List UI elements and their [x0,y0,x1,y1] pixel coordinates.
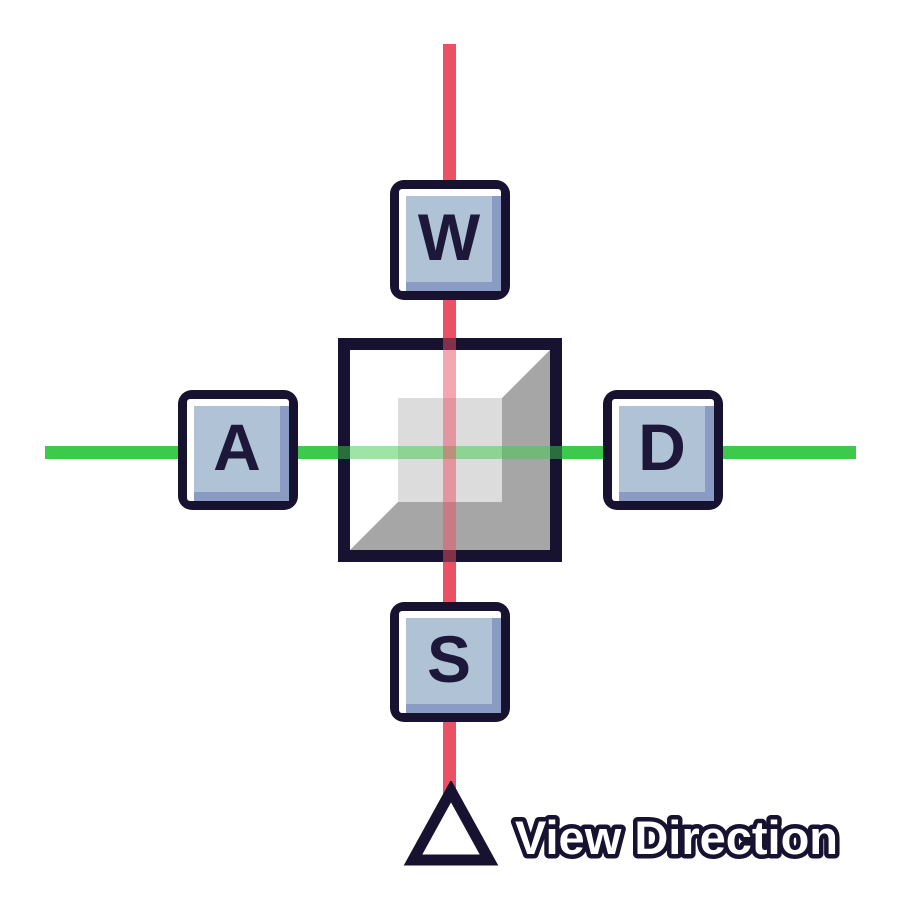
key-w-rim: W [399,189,501,291]
key-s-face: S [406,618,501,713]
key-s-rim: S [399,611,501,713]
view-direction-label-wrap: View Direction [505,796,885,881]
key-w[interactable]: W [390,180,510,300]
key-w-label: W [417,200,481,274]
key-s[interactable]: S [390,602,510,722]
key-a[interactable]: A [178,390,298,510]
vertical-axis-over-cube [443,338,456,562]
key-s-label: S [426,622,472,696]
key-d-face: D [619,406,714,501]
triangle-graphic [403,779,499,866]
view-direction-arrow-icon [403,779,499,876]
key-a-face: A [194,406,289,501]
key-d-label: D [638,410,686,484]
triangle-outline [403,779,499,866]
key-a-label: A [213,410,261,484]
key-d[interactable]: D [603,390,723,510]
key-d-rim: D [612,399,714,501]
view-direction-label-graphic: View Direction [511,807,843,869]
key-w-face: W [406,196,501,291]
key-a-rim: A [187,399,289,501]
view-direction-label: View Direction [515,811,838,864]
